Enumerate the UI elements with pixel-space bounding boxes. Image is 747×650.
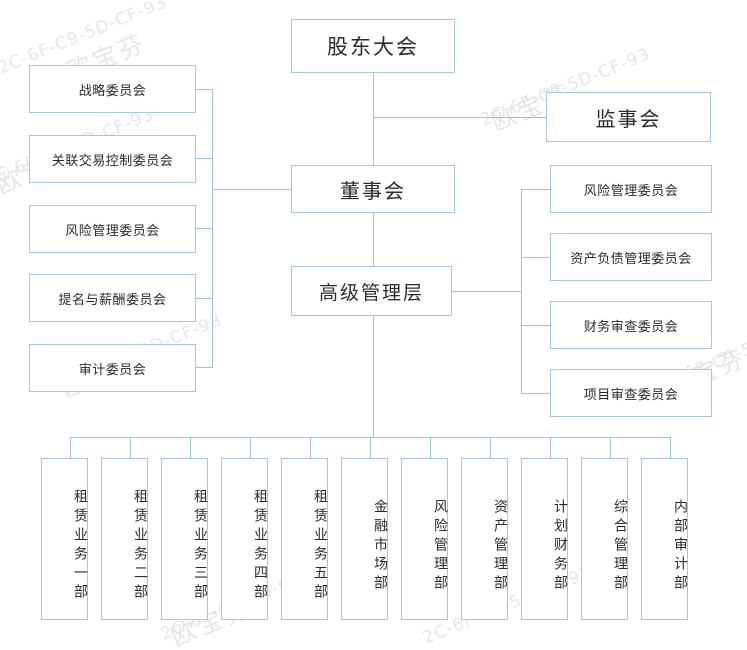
department-leasing-business-2[interactable]: 租赁业务二部 <box>101 458 148 620</box>
board-committee-nomination-remuneration[interactable]: 提名与薪酬委员会 <box>29 274 196 322</box>
connector-department-drop <box>610 437 611 458</box>
management-committee-risk-management[interactable]: 风险管理委员会 <box>550 165 712 213</box>
management-committee-project-review[interactable]: 项目审查委员会 <box>550 369 712 417</box>
connector-department-drop <box>490 437 491 458</box>
management-committee-asset-liability[interactable]: 资产负债管理委员会 <box>550 233 712 281</box>
connector-stem-to-supervisory <box>373 117 547 118</box>
connector-left-stub <box>196 367 213 368</box>
connector-department-drop <box>670 437 671 458</box>
connector-left-stub <box>196 158 213 159</box>
node-senior-management[interactable]: 高级管理层 <box>291 266 452 316</box>
department-risk-management[interactable]: 风险管理部 <box>401 458 448 620</box>
department-general-management[interactable]: 综合管理部 <box>581 458 628 620</box>
connector-right-committee-bus <box>521 189 522 393</box>
connector-board-to-management <box>373 213 374 266</box>
node-board-of-directors[interactable]: 董事会 <box>291 165 455 213</box>
connector-department-drop <box>70 437 71 458</box>
department-planning-finance[interactable]: 计划财务部 <box>521 458 568 620</box>
connector-right-stub <box>521 393 551 394</box>
connector-right-stub <box>521 257 551 258</box>
management-committee-financial-review[interactable]: 财务审查委员会 <box>550 301 712 349</box>
connector-department-drop <box>130 437 131 458</box>
department-asset-management[interactable]: 资产管理部 <box>461 458 508 620</box>
connector-left-stub <box>196 89 213 90</box>
connector-left-stub <box>196 298 213 299</box>
department-internal-audit[interactable]: 内部审计部 <box>641 458 688 620</box>
department-leasing-business-5[interactable]: 租赁业务五部 <box>281 458 328 620</box>
board-committee-strategy[interactable]: 战略委员会 <box>29 65 196 113</box>
board-committee-related-party-transaction[interactable]: 关联交易控制委员会 <box>29 135 196 183</box>
connector-right-stub <box>521 325 551 326</box>
connector-right-stub <box>521 189 551 190</box>
connector-department-drop <box>250 437 251 458</box>
board-committee-risk-management[interactable]: 风险管理委员会 <box>29 205 196 253</box>
connector-department-drop <box>550 437 551 458</box>
connector-management-to-department-bus <box>373 316 374 438</box>
node-shareholders-meeting[interactable]: 股东大会 <box>291 19 455 73</box>
board-committee-audit[interactable]: 审计委员会 <box>29 344 196 392</box>
connector-management-to-right-bus <box>452 291 522 292</box>
connector-department-drop <box>430 437 431 458</box>
connector-department-drop <box>310 437 311 458</box>
connector-department-drop <box>190 437 191 458</box>
connector-department-drop <box>370 437 371 458</box>
department-leasing-business-3[interactable]: 租赁业务三部 <box>161 458 208 620</box>
department-leasing-business-1[interactable]: 租赁业务一部 <box>41 458 88 620</box>
connector-shareholders-to-board <box>373 73 374 165</box>
department-leasing-business-4[interactable]: 租赁业务四部 <box>221 458 268 620</box>
connector-left-stub <box>196 228 213 229</box>
node-supervisory-board[interactable]: 监事会 <box>546 92 711 142</box>
connector-left-bus-to-board <box>212 189 295 190</box>
department-financial-markets[interactable]: 金融市场部 <box>341 458 388 620</box>
